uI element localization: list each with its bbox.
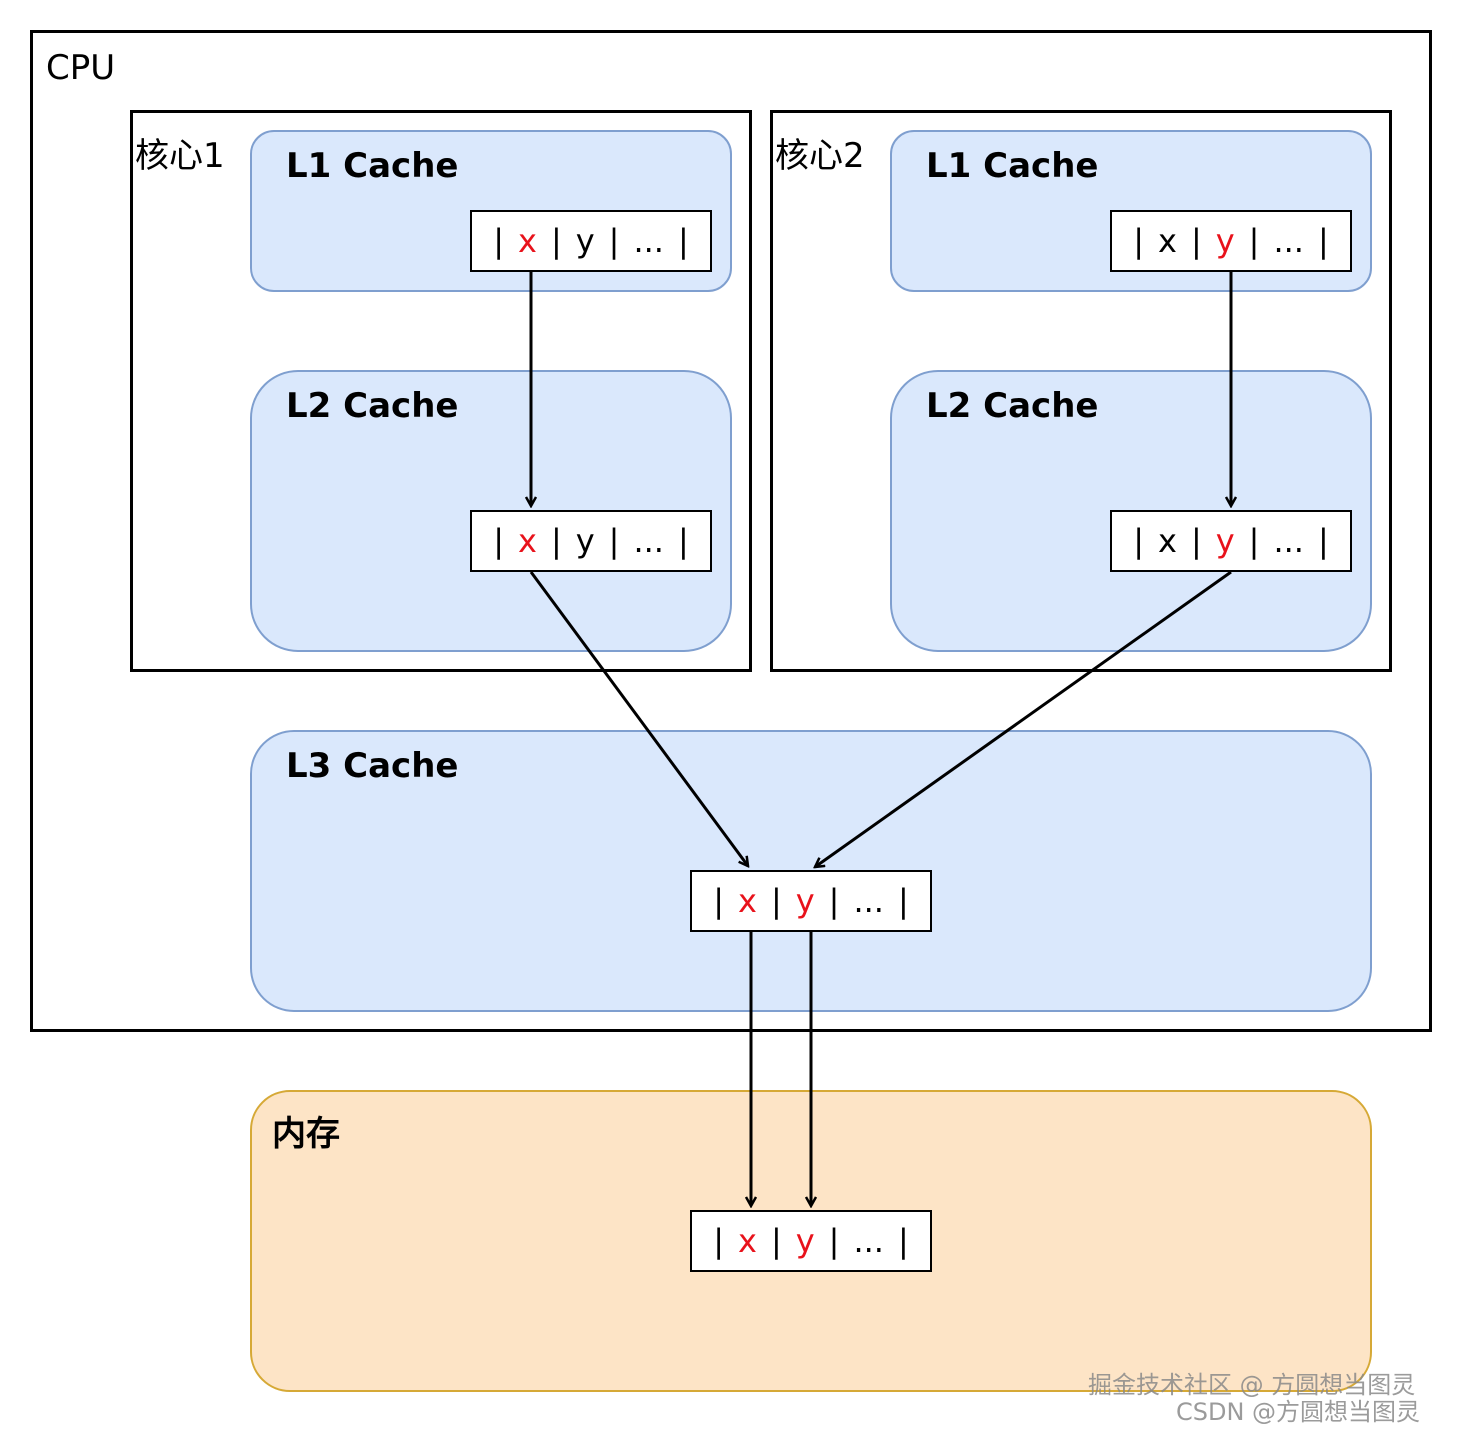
cell-separator: | <box>897 882 909 920</box>
cell-separator: | <box>1317 222 1329 260</box>
cell-y: y <box>795 1222 815 1260</box>
core-1-l2-label: L2 Cache <box>286 386 459 426</box>
cell-separator: | <box>1190 222 1202 260</box>
l3-cache-line: | x | y |... | <box>690 870 932 932</box>
cell-separator: | <box>1133 222 1145 260</box>
cell-separator: | <box>493 222 505 260</box>
cell-x: x <box>1158 522 1177 560</box>
cell-separator: | <box>1190 522 1202 560</box>
cell-separator: | <box>713 882 725 920</box>
cell-ellipsis: ... <box>1273 222 1304 260</box>
core-1-l2-cache-line: | x | y |... | <box>470 510 712 572</box>
cpu-box <box>30 30 1432 1032</box>
cell-separator: | <box>677 522 689 560</box>
cell-y: y <box>575 522 595 560</box>
cell-ellipsis: ... <box>633 222 664 260</box>
cell-separator: | <box>1317 522 1329 560</box>
core-2-box <box>770 110 1392 672</box>
cell-separator: | <box>897 1222 909 1260</box>
cell-x: x <box>1158 222 1177 260</box>
cell-separator: | <box>493 522 505 560</box>
core-1-box <box>130 110 752 672</box>
core-2-l1-cache-line: | x | y |... | <box>1110 210 1352 272</box>
memory-line: | x | y |... | <box>690 1210 932 1272</box>
cell-x: x <box>518 222 537 260</box>
cell-separator: | <box>828 882 840 920</box>
arrow-core1-l2-to-l3 <box>529 571 748 866</box>
cell-separator: | <box>770 1222 782 1260</box>
cell-y: y <box>1215 222 1235 260</box>
core-1-label: 核心1 <box>135 136 225 176</box>
cell-x: x <box>738 882 757 920</box>
cell-x: x <box>518 522 537 560</box>
core-2-l2-cache-line: | x | y |... | <box>1110 510 1352 572</box>
cell-separator: | <box>677 222 689 260</box>
memory-label: 内存 <box>272 1114 340 1154</box>
cell-separator: | <box>1248 522 1260 560</box>
cell-separator: | <box>770 882 782 920</box>
cell-ellipsis: ... <box>853 882 884 920</box>
l3-label: L3 Cache <box>286 746 459 786</box>
cell-y: y <box>1215 522 1235 560</box>
cell-y: y <box>575 222 595 260</box>
arrow-core2-l2-to-l3 <box>815 570 1232 867</box>
core-2-label: 核心2 <box>775 136 865 176</box>
cell-separator: | <box>1133 522 1145 560</box>
watermark-juejin: 掘金技术社区 @ 方圆想当图灵 <box>1088 1371 1416 1399</box>
cell-separator: | <box>550 222 562 260</box>
core-1-l1-label: L1 Cache <box>286 146 459 186</box>
cell-separator: | <box>828 1222 840 1260</box>
watermark-csdn: CSDN @方圆想当图灵 <box>1176 1398 1421 1426</box>
cpu-label: CPU <box>46 48 116 88</box>
cell-separator: | <box>1248 222 1260 260</box>
cell-separator: | <box>608 522 620 560</box>
core-2-l2-label: L2 Cache <box>926 386 1099 426</box>
cell-separator: | <box>550 522 562 560</box>
cell-ellipsis: ... <box>1273 522 1304 560</box>
cell-separator: | <box>608 222 620 260</box>
cell-separator: | <box>713 1222 725 1260</box>
cell-y: y <box>795 882 815 920</box>
cell-ellipsis: ... <box>633 522 664 560</box>
core-1-l1-cache-line: | x | y |... | <box>470 210 712 272</box>
cell-x: x <box>738 1222 757 1260</box>
cell-ellipsis: ... <box>853 1222 884 1260</box>
core-2-l1-label: L1 Cache <box>926 146 1099 186</box>
